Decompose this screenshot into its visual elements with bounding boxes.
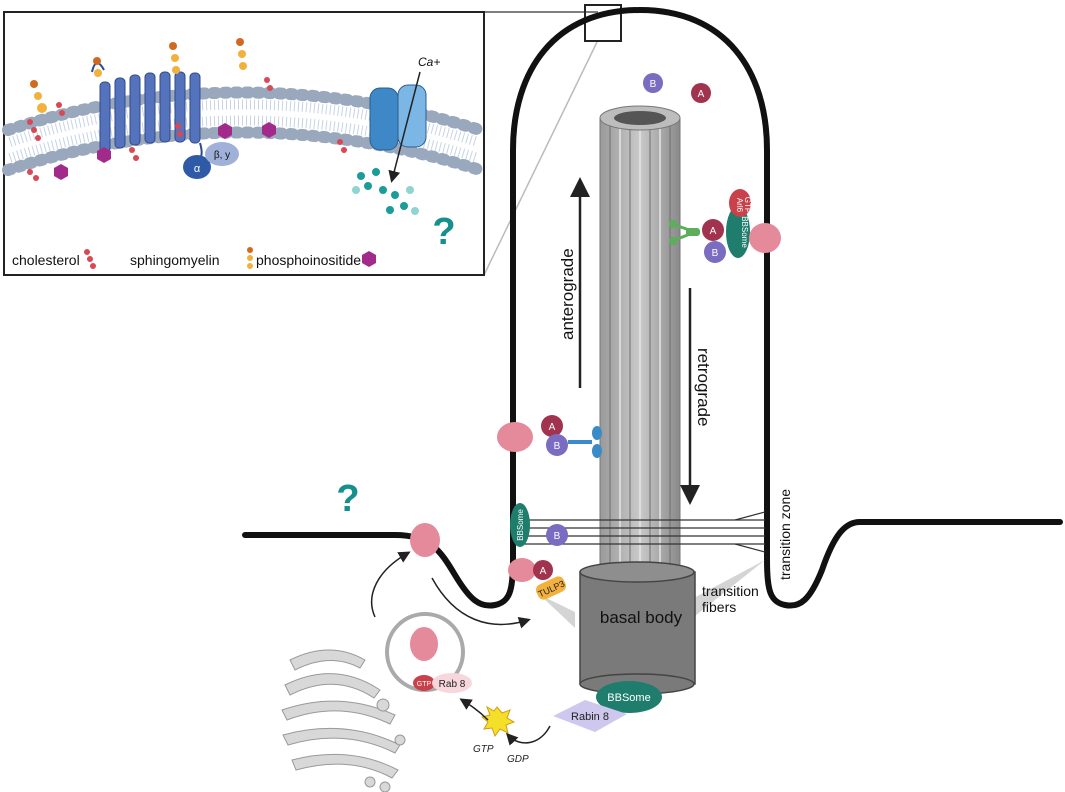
cholesterol-molecules — [27, 77, 347, 181]
vesicle-to-membrane-arrow — [370, 551, 411, 618]
basal-body-label: basal body — [600, 608, 683, 627]
gef-exchange-burst — [480, 705, 516, 738]
ift-b-antero — [546, 434, 568, 456]
svg-text:BBSome: BBSome — [607, 692, 650, 704]
calcium-ions — [352, 168, 419, 215]
retrograde-label: retrograde — [694, 348, 713, 426]
axoneme — [599, 105, 681, 579]
calcium-arrow — [388, 71, 421, 183]
exchange-to-rab8-arrow — [459, 698, 489, 721]
transition-fibers-label-1: transition — [702, 583, 759, 599]
gdp-label: GDP — [507, 754, 529, 765]
svg-text:GTP: GTP — [743, 197, 752, 213]
cargo-gpcr-antero — [497, 422, 533, 452]
svg-text:A: A — [549, 422, 556, 433]
legend-cholesterol-icon — [84, 249, 96, 269]
g-betagamma-label: β, y — [214, 150, 230, 161]
bbsome-basal — [596, 681, 662, 713]
gpcr — [99, 71, 201, 153]
gtp-rab8 — [413, 675, 435, 691]
ift-b-tip — [643, 73, 663, 93]
gtp-label: GTP — [473, 744, 494, 755]
ift-a-tulp3 — [533, 560, 553, 580]
svg-text:B: B — [712, 248, 719, 259]
legend-sphingomyelin-icon — [247, 247, 253, 269]
question-mark-inset: ? — [432, 211, 455, 253]
question-mark-membrane: ? — [336, 478, 359, 520]
sphingomyelin-molecules — [30, 38, 247, 113]
bbsome-retro — [726, 206, 750, 258]
membrane-inset — [2, 11, 486, 276]
svg-text:B: B — [554, 441, 561, 452]
g-alpha-label: α — [194, 163, 201, 175]
ift-b-retro — [704, 241, 726, 263]
svg-text:BBSome: BBSome — [740, 216, 749, 248]
ift-a-tip — [691, 83, 711, 103]
ift-b-tz — [546, 524, 568, 546]
svg-text:BBSome: BBSome — [516, 509, 525, 541]
golgi — [281, 649, 406, 792]
rabin8-to-exchange-arrow — [505, 725, 551, 746]
svg-text:B: B — [554, 531, 561, 542]
g-betagamma — [205, 142, 239, 166]
zoom-line-bottom — [483, 39, 599, 276]
transition-fiber-right — [690, 560, 765, 620]
calcium-label: Ca+ — [418, 55, 440, 69]
svg-text:A: A — [710, 226, 717, 237]
cargo-membrane — [410, 523, 440, 557]
anterograde-complex — [497, 415, 602, 458]
svg-text:Rabin 8: Rabin 8 — [571, 711, 609, 723]
svg-text:A: A — [698, 89, 705, 100]
legend-cholesterol: cholesterol — [12, 252, 80, 268]
ift-a-retro — [702, 219, 724, 241]
legend-phosphoinositide: phosphoinositide — [256, 252, 361, 268]
ciliary-membrane — [242, 6, 1063, 609]
svg-text:Rab 8: Rab 8 — [439, 679, 466, 690]
retrograde-complex — [669, 189, 781, 263]
cargo-gpcr-retro — [749, 223, 781, 253]
tulp3 — [535, 576, 567, 600]
basal-body — [579, 561, 696, 695]
rab8 — [432, 673, 472, 693]
g-alpha — [183, 155, 211, 179]
cargo-vesicle — [410, 627, 438, 661]
anterograde-label: anterograde — [558, 248, 577, 340]
svg-text:GTP: GTP — [417, 681, 432, 688]
transition-fiber-left — [540, 595, 575, 628]
bbsome-tz — [510, 503, 530, 547]
arl6-gtp — [729, 189, 751, 217]
legend-phosphoinositide-icon — [362, 251, 376, 267]
svg-text:A: A — [540, 566, 547, 577]
rabin8 — [553, 700, 627, 732]
legend-sphingomyelin: sphingomyelin — [130, 252, 220, 268]
transition-fibers-label-2: fibers — [702, 599, 736, 615]
phosphoinositide-molecules — [54, 122, 276, 180]
ion-channel — [369, 84, 427, 151]
transition-zone-label: transition zone — [777, 489, 793, 580]
svg-text:B: B — [650, 79, 657, 90]
ift-a-antero — [541, 415, 563, 437]
svg-text:Arl6: Arl6 — [735, 198, 744, 213]
cargo-tulp3 — [508, 558, 536, 582]
membrane-to-pocket-arrow — [431, 577, 531, 629]
